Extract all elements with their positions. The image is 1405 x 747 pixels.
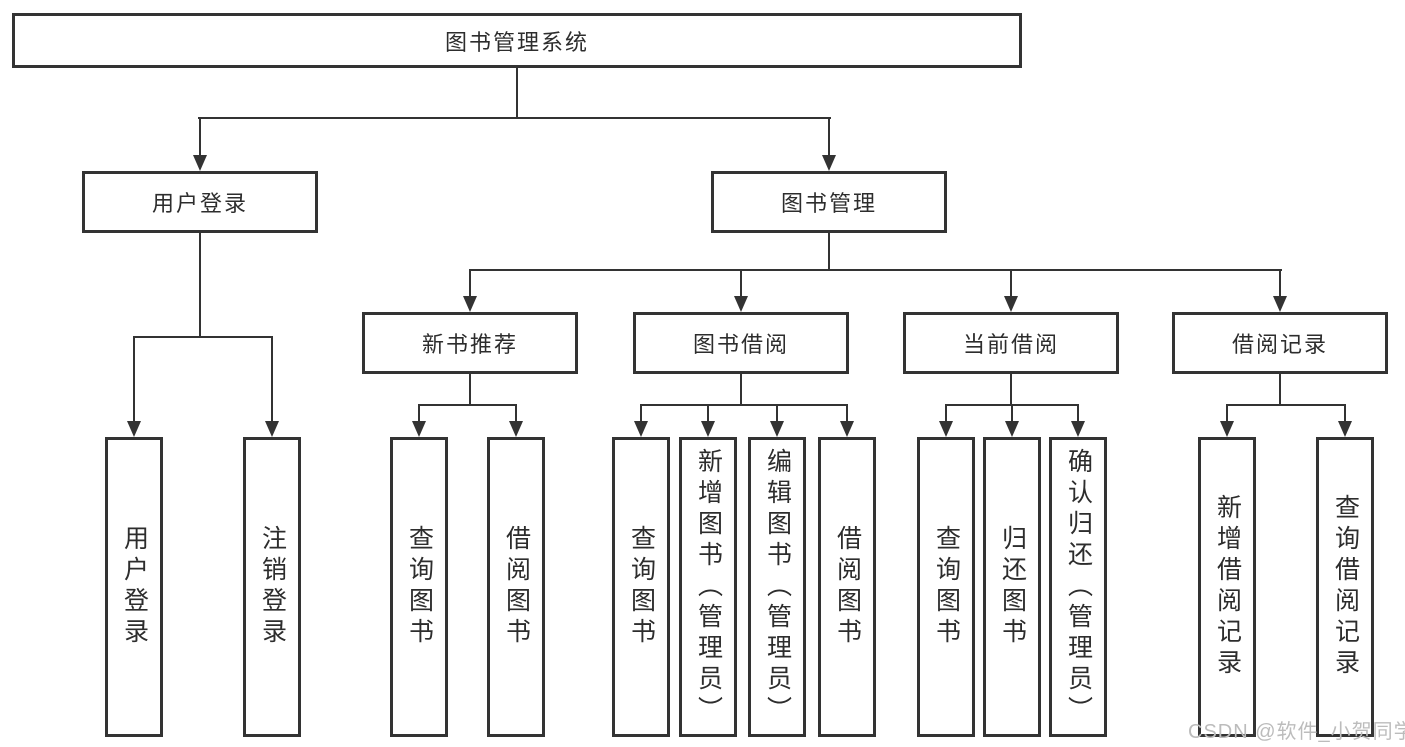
arrowhead-down-icon <box>1004 296 1018 312</box>
arrowhead-down-icon <box>265 421 279 437</box>
connector-l3-drop-2 <box>740 269 742 297</box>
leaf-user-login: 用户登录 <box>105 437 163 737</box>
connector-g2-drop-4 <box>846 404 848 423</box>
connector-g1-stem <box>469 374 471 405</box>
leaf-query-books-current: 查询图书 <box>917 437 975 737</box>
connector-g2-stem <box>740 374 742 405</box>
connector-l2-drop-left <box>199 117 201 157</box>
arrowhead-down-icon <box>412 421 426 437</box>
arrowhead-down-icon <box>1071 421 1085 437</box>
arrowhead-down-icon <box>1273 296 1287 312</box>
connector-l3-drop-3 <box>1010 269 1012 297</box>
connector-bookmgmt-stem <box>828 233 830 270</box>
connector-g4-stem <box>1279 374 1281 405</box>
csdn-watermark: CSDN @软件_小贺同学 <box>1188 721 1405 743</box>
arrowhead-down-icon <box>463 296 477 312</box>
connector-g2-drop-2 <box>707 404 709 423</box>
leaf-borrow-books-borrow: 借阅图书 <box>818 437 876 737</box>
leaf-confirm-return-admin: 确认归还（管理员） <box>1049 437 1107 737</box>
connector-userlogin-stem <box>199 233 201 337</box>
connector-g1-horizontal <box>418 404 517 406</box>
connector-g2-drop-3 <box>776 404 778 423</box>
leaf-return-book: 归还图书 <box>983 437 1041 737</box>
connector-root-stem <box>516 68 518 118</box>
leaf-borrow-books-recommend: 借阅图书 <box>487 437 545 737</box>
connector-g3-drop-1 <box>945 404 947 423</box>
arrowhead-down-icon <box>770 421 784 437</box>
node-new-book-recommend: 新书推荐 <box>362 312 578 374</box>
arrowhead-down-icon <box>634 421 648 437</box>
connector-l3-drop-4 <box>1279 269 1281 297</box>
leaf-query-borrow-record: 查询借阅记录 <box>1316 437 1374 737</box>
node-user-login: 用户登录 <box>82 171 318 233</box>
arrowhead-down-icon <box>701 421 715 437</box>
node-book-borrow: 图书借阅 <box>633 312 849 374</box>
arrowhead-down-icon <box>939 421 953 437</box>
connector-g3-drop-3 <box>1077 404 1079 423</box>
leaf-add-book-admin: 新增图书（管理员） <box>679 437 737 737</box>
arrowhead-down-icon <box>1005 421 1019 437</box>
arrowhead-down-icon <box>1220 421 1234 437</box>
leaf-query-books-recommend: 查询图书 <box>390 437 448 737</box>
arrowhead-down-icon <box>840 421 854 437</box>
arrowhead-down-icon <box>193 155 207 171</box>
arrowhead-down-icon <box>509 421 523 437</box>
arrowhead-down-icon <box>734 296 748 312</box>
leaf-edit-book-admin: 编辑图书（管理员） <box>748 437 806 737</box>
connector-g3-stem <box>1010 374 1012 405</box>
connector-g4-drop-2 <box>1344 404 1346 423</box>
connector-l3-drop-1 <box>469 269 471 297</box>
connector-g1-drop-1 <box>418 404 420 423</box>
arrowhead-down-icon <box>822 155 836 171</box>
connector-g4-horizontal <box>1226 404 1346 406</box>
leaf-logout: 注销登录 <box>243 437 301 737</box>
connector-g1-drop-2 <box>515 404 517 423</box>
connector-userlogin-horizontal <box>133 336 273 338</box>
node-book-management: 图书管理 <box>711 171 947 233</box>
leaf-query-books-borrow: 查询图书 <box>612 437 670 737</box>
node-system-root: 图书管理系统 <box>12 13 1022 68</box>
connector-g3-drop-2 <box>1011 404 1013 423</box>
connector-userlogin-drop-1 <box>133 336 135 422</box>
leaf-add-borrow-record: 新增借阅记录 <box>1198 437 1256 737</box>
arrowhead-down-icon <box>127 421 141 437</box>
connector-l2-horizontal <box>198 117 831 119</box>
connector-userlogin-drop-2 <box>271 336 273 422</box>
node-borrow-records: 借阅记录 <box>1172 312 1388 374</box>
connector-l3-horizontal <box>469 269 1282 271</box>
node-current-borrow: 当前借阅 <box>903 312 1119 374</box>
arrowhead-down-icon <box>1338 421 1352 437</box>
connector-g4-drop-1 <box>1226 404 1228 423</box>
connector-g2-drop-1 <box>640 404 642 423</box>
connector-g2-horizontal <box>640 404 848 406</box>
connector-l2-drop-right <box>828 117 830 157</box>
